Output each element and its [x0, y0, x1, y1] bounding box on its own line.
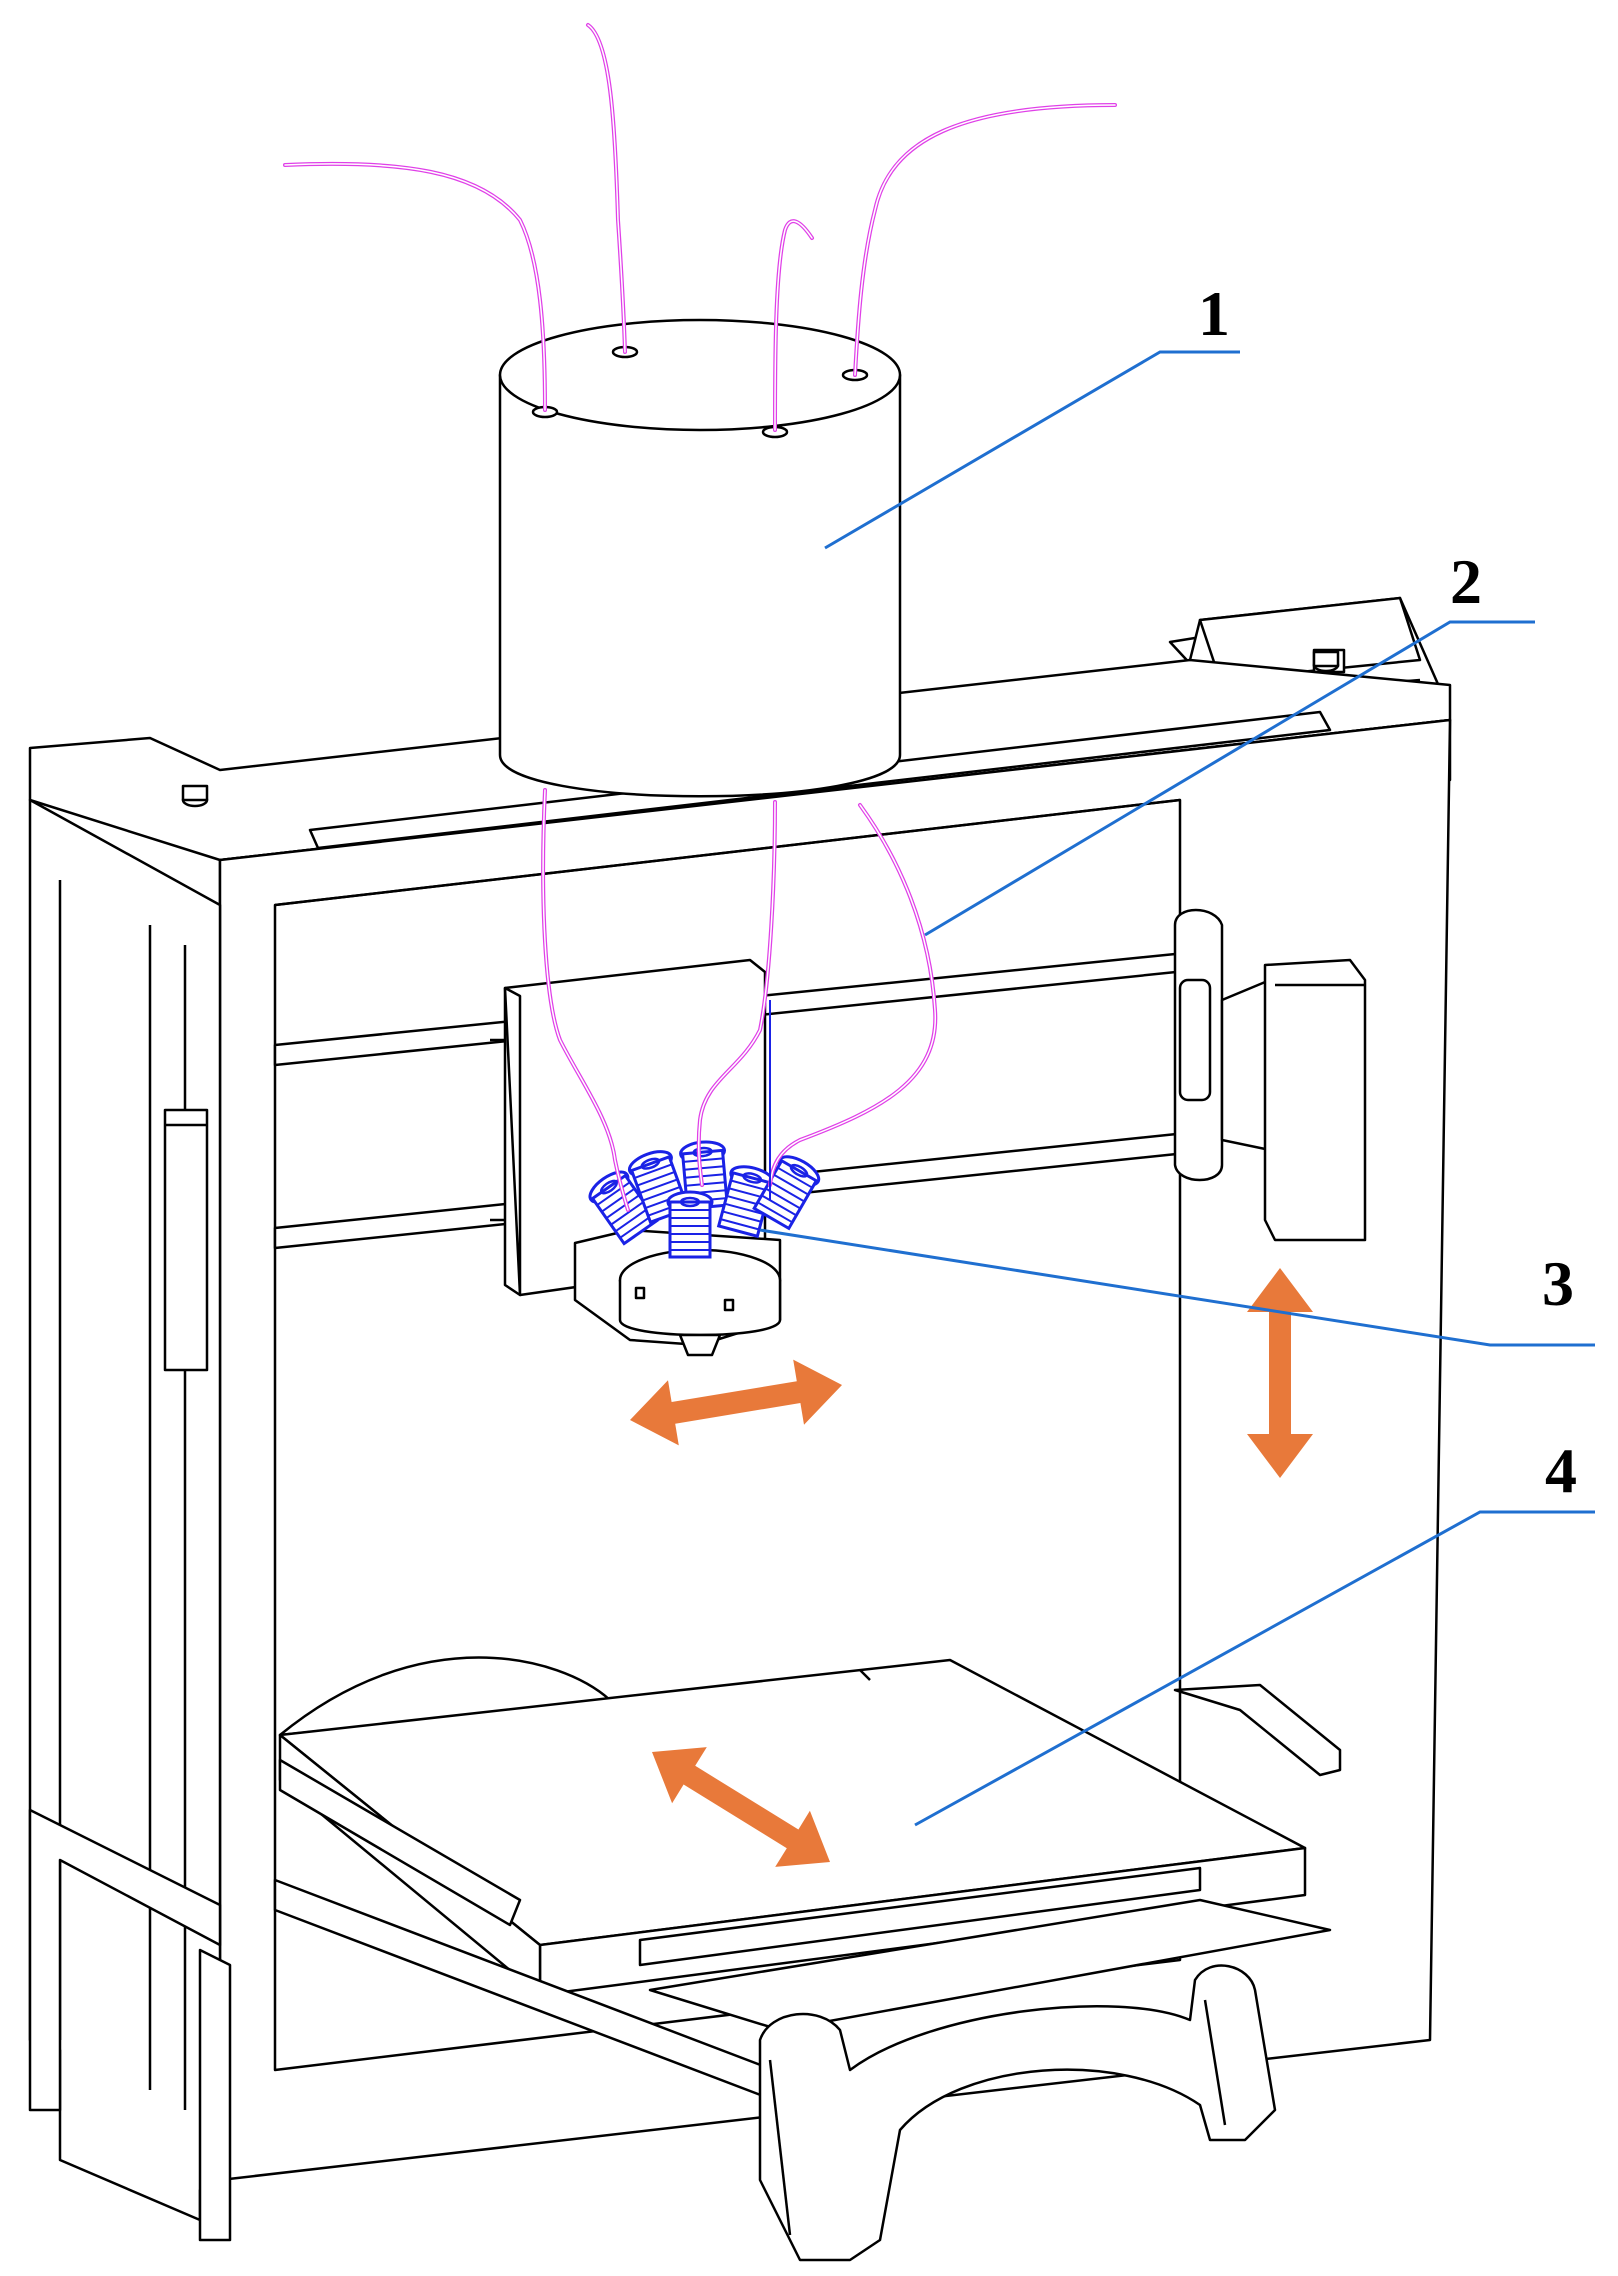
feed-tube-core-1: [284, 163, 546, 411]
feed-tubes: [283, 23, 1117, 1212]
feed-tube-core-5: [542, 789, 629, 1211]
leader-line-2: [924, 620, 1535, 937]
z-motion-arrow: [1247, 1268, 1313, 1478]
nozzle-6: [666, 1190, 714, 1259]
feed-tube-core-7: [769, 804, 936, 1186]
callout-label-3: 3: [1542, 1248, 1574, 1319]
feed-tube-core-4: [854, 104, 1116, 376]
leader-line-4: [914, 1510, 1595, 1827]
nozzle-cluster: [588, 1140, 821, 1259]
feed-tube-core-6: [697, 801, 776, 1186]
build-platform: [273, 1656, 1342, 2262]
nozzle-5: [752, 1155, 821, 1231]
callout-label-2: 2: [1450, 546, 1482, 617]
feed-tube-core-3: [774, 220, 813, 431]
feed-tube-4: [853, 103, 1117, 377]
nozzle-4: [716, 1165, 776, 1239]
right-carriage: [1173, 908, 1367, 1242]
callout-label-4: 4: [1545, 1435, 1577, 1506]
leader-line-3: [759, 1228, 1595, 1347]
callout-label-1: 1: [1198, 278, 1230, 349]
material-container: [498, 318, 902, 798]
callout-group: 1 2 3 4: [759, 278, 1595, 1827]
leader-line-1: [824, 350, 1240, 550]
print-head: [573, 1228, 782, 1357]
y-motion-arrow: [652, 1747, 830, 1867]
motion-arrows: [630, 1268, 1313, 1867]
x-motion-arrow: [630, 1359, 842, 1446]
feed-tube-2: [586, 23, 627, 354]
feed-tube-core-2: [587, 24, 626, 353]
